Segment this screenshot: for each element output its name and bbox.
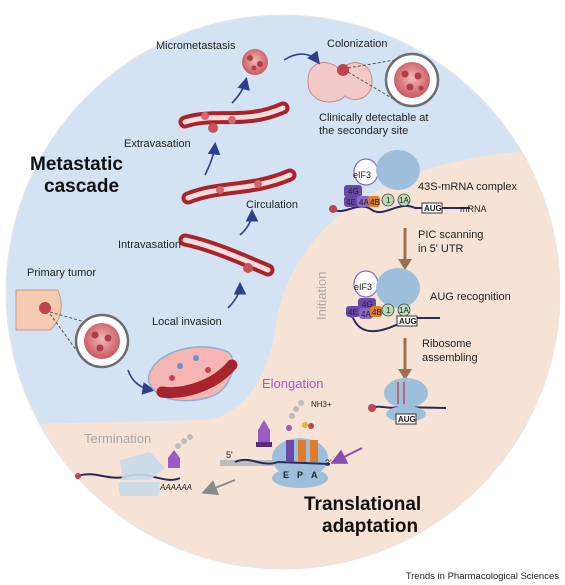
label-4e-mid: 4E: [348, 308, 358, 317]
arrow-scanning-head: [398, 259, 412, 270]
assembled-ribosome-icon: [368, 378, 447, 425]
label-aug-top: AUG: [424, 204, 442, 213]
journal-credit: Trends in Pharmacological Sciences: [405, 571, 559, 582]
complex-aug-recognition-icon: [346, 268, 440, 333]
label-elongation: Elongation: [262, 376, 323, 391]
metastatic-background-lower: [6, 400, 200, 420]
complex-43s-icon: [329, 150, 470, 214]
label-site-a: A: [311, 470, 318, 480]
arrow-micrometastasis-to-colonization: [283, 50, 320, 65]
label-polya: AAAAAA: [159, 483, 192, 492]
label-4e-top: 4E: [346, 198, 356, 207]
vessel-circulation: [181, 168, 297, 205]
label-micrometastasis: Micrometastasis: [156, 40, 236, 52]
label-mrna: mRNA: [460, 204, 487, 214]
label-clinical-line1: Clinically detectable at: [319, 112, 428, 124]
colonization-zoom-icon: [384, 52, 440, 108]
label-site-e: E: [283, 470, 289, 480]
translational-title-line2: adaptation: [322, 516, 418, 537]
label-ribosome-line2: assembling: [422, 352, 478, 364]
arrow-to-termination: [201, 479, 236, 495]
translational-title: Translational: [304, 494, 421, 515]
label-aug-mid: AUG: [399, 317, 417, 326]
arrow-assembling-head: [398, 369, 412, 380]
label-circulation: Circulation: [246, 199, 298, 211]
label-scanning-line1: PIC scanning: [418, 229, 483, 241]
label-1-mid: 1: [386, 306, 391, 315]
label-1-top: 1: [386, 196, 391, 205]
label-4b-top: 4B: [370, 198, 380, 207]
label-intravasation: Intravasation: [118, 239, 181, 251]
primary-tumor-zoom-icon: [74, 313, 130, 369]
arrow-to-elongation: [330, 447, 363, 464]
label-5prime: 5': [226, 450, 233, 460]
label-ribosome-line1: Ribosome: [422, 338, 472, 350]
termination-ribosome-icon: [75, 434, 193, 496]
label-4a-mid: 4A: [361, 310, 371, 319]
arrow-extravasation-to-micrometastasis: [231, 76, 250, 104]
local-invasion-icon: [147, 346, 238, 402]
label-4a-top: 4A: [359, 198, 369, 207]
label-aug-bottom: AUG: [398, 415, 416, 424]
metastatic-title: Metastatic: [30, 154, 123, 175]
label-eif3-top: eIF3: [353, 170, 371, 180]
label-extravasation: Extravasation: [124, 138, 191, 150]
vessel-intravasation: [178, 233, 275, 277]
arrow-intravasation-to-circulation: [239, 208, 259, 236]
outer-ring: [5, 14, 561, 570]
label-scanning-line2: in 5' UTR: [418, 243, 464, 255]
arrow-primary-to-local: [127, 369, 156, 395]
label-4g-mid: 4G: [362, 300, 373, 309]
label-clinical-line2: the secondary site: [319, 125, 408, 137]
label-nh3: NH3+: [311, 400, 332, 409]
label-termination: Termination: [84, 431, 151, 446]
zoom-line-2: [347, 71, 396, 101]
tumor-zoom-line: [49, 311, 86, 323]
zoom-line: [347, 59, 396, 69]
elongation-ribosome-icon: [220, 400, 331, 488]
label-primary-tumor: Primary tumor: [27, 267, 96, 279]
label-43s-complex: 43S-mRNA complex: [418, 181, 518, 193]
label-eif3-mid: eIF3: [354, 282, 372, 292]
vessel-extravasation: [178, 101, 290, 133]
label-site-p: P: [297, 470, 303, 480]
arrow-local-to-intravasation: [227, 281, 247, 309]
metastatic-title-line2: cascade: [44, 176, 119, 197]
label-4b-mid: 4B: [372, 308, 382, 317]
label-1a-mid: 1A: [399, 306, 409, 315]
arrow-circulation-to-extravasation: [204, 141, 221, 176]
label-4g-top: 4G: [348, 187, 359, 196]
trna-incoming-icon: [256, 420, 272, 447]
label-3prime: 3': [325, 458, 332, 468]
label-initiation: Initiation: [314, 272, 329, 320]
label-local-invasion: Local invasion: [152, 316, 222, 328]
breast-icon: [15, 289, 62, 331]
organ-icon: [307, 62, 373, 103]
label-1a-top: 1A: [399, 196, 409, 205]
label-aug-recognition: AUG recognition: [430, 291, 511, 303]
micrometastasis-cluster-icon: [242, 49, 268, 75]
label-colonization: Colonization: [327, 38, 388, 50]
